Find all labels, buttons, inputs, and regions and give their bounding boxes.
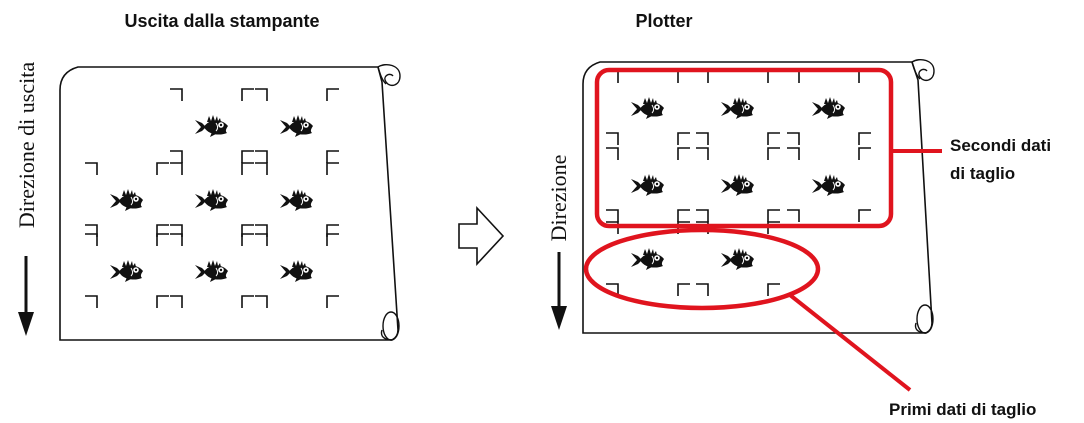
hollow-right-arrow-icon	[458, 205, 505, 267]
left-paper-sheet	[59, 64, 401, 341]
right-paper-sheet	[582, 59, 935, 334]
left-direction-arrow-icon	[18, 256, 34, 336]
second-cut-data-highlight	[594, 67, 894, 229]
second-cut-data-label-line2: di taglio	[950, 164, 1015, 183]
first-cut-data-highlight	[583, 227, 821, 311]
right-direction-arrow-icon	[551, 252, 567, 330]
right-direction-label: Direzione	[546, 155, 571, 242]
left-direction-label: Direzione di uscita	[14, 62, 39, 228]
first-cut-data-label: Primi dati di taglio	[889, 400, 1036, 419]
first-cut-data-leader-line	[788, 293, 912, 392]
right-panel-title: Plotter	[635, 11, 692, 31]
second-cut-data-label-line1: Secondi dati	[950, 136, 1051, 155]
left-panel-title: Uscita dalla stampante	[124, 11, 319, 31]
